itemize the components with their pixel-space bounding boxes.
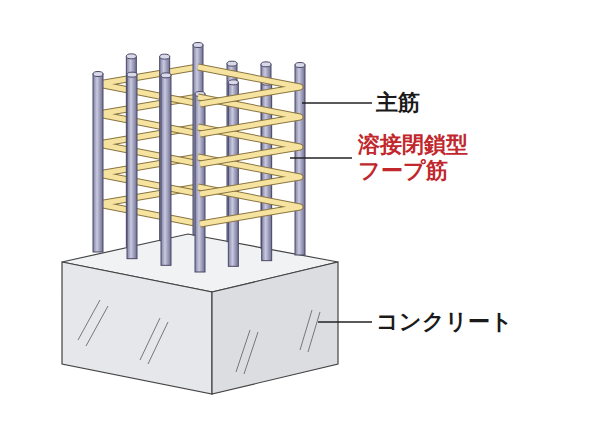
main-bar bbox=[93, 72, 103, 253]
concrete-texture bbox=[244, 332, 258, 374]
hoop-back bbox=[98, 67, 200, 224]
block-right-face bbox=[212, 262, 338, 394]
main-bar bbox=[127, 72, 137, 259]
hoop-outline bbox=[98, 67, 200, 104]
main-bar bbox=[195, 92, 205, 273]
callout-label: 主筋 bbox=[376, 89, 420, 115]
concrete-texture bbox=[78, 300, 100, 340]
concrete-texture bbox=[236, 330, 250, 372]
concrete-texture bbox=[148, 322, 168, 364]
leader-line bbox=[290, 157, 352, 158]
main-bar bbox=[161, 73, 171, 266]
hoop-bar bbox=[198, 67, 300, 104]
concrete-texture bbox=[86, 306, 108, 346]
hoop-front bbox=[198, 67, 300, 224]
leader-line bbox=[302, 102, 372, 103]
concrete-texture bbox=[308, 312, 320, 352]
callout-label: コンクリート bbox=[376, 308, 513, 334]
hoop-bar bbox=[98, 67, 200, 104]
leader-line bbox=[318, 321, 372, 322]
hoop-outline bbox=[198, 67, 300, 104]
callout-label: 溶接閉鎖型 フープ筋 bbox=[358, 131, 468, 184]
block-left-face bbox=[62, 262, 212, 394]
main-bar bbox=[295, 63, 305, 256]
main-bars bbox=[93, 43, 305, 273]
concrete-texture bbox=[140, 318, 160, 360]
